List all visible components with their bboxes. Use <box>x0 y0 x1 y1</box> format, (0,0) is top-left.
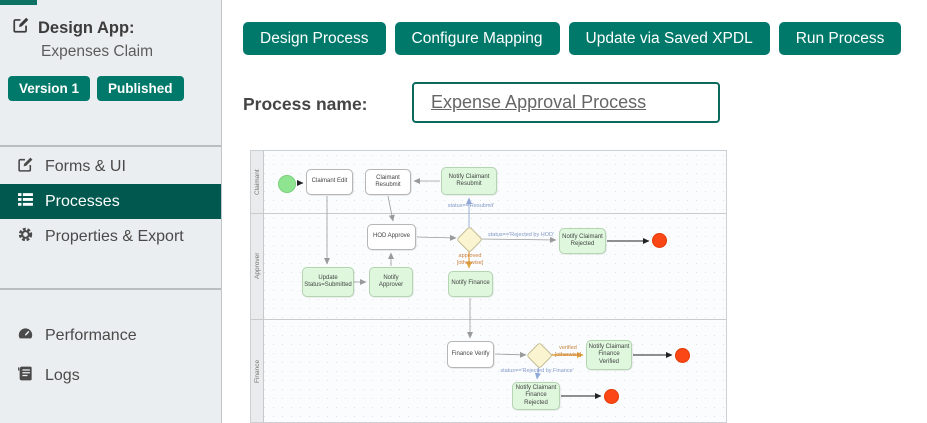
end-event-verified <box>675 348 690 363</box>
sidebar-menu-design: Forms & UI Processes Properties & Export <box>0 145 221 254</box>
start-event <box>278 175 296 193</box>
lane-header-strip <box>251 151 264 422</box>
logs-icon <box>17 365 34 387</box>
sidebar-item-label: Logs <box>45 367 80 384</box>
process-diagram: Claimant Approver Finance Claimant Edit … <box>250 150 727 423</box>
process-name-input[interactable] <box>412 82 720 123</box>
tachometer-icon <box>17 325 34 347</box>
sidebar-item-logs[interactable]: Logs <box>0 356 221 396</box>
edge-label-resubmit: status=='Resubmit' <box>447 203 495 209</box>
design-process-button[interactable]: Design Process <box>243 22 386 55</box>
activity-notify-finance: Notify Finance <box>448 271 493 297</box>
gear-icon <box>17 226 34 248</box>
end-event-finance-rejected <box>604 388 619 404</box>
lane-divider <box>251 213 726 214</box>
activity-notify-claimant-finance-verified: Notify Claimant Finance Verified <box>586 340 632 370</box>
activity-update-status: Update Status=Submitted <box>302 267 354 297</box>
sidebar-item-label: Performance <box>45 327 137 344</box>
top-accent-bar <box>0 0 37 5</box>
sidebar-item-forms-ui[interactable]: Forms & UI <box>0 149 221 184</box>
edge-label-verified: verified [otherwise] <box>554 345 582 359</box>
sidebar: Design App: Expenses Claim Version 1 Pub… <box>0 0 222 423</box>
sidebar-menu-monitor: Performance Logs <box>0 288 221 396</box>
activity-notify-approver: Notify Approver <box>369 267 413 297</box>
sidebar-item-label: Properties & Export <box>45 227 184 245</box>
run-process-button[interactable]: Run Process <box>778 22 902 55</box>
sidebar-item-performance[interactable]: Performance <box>0 316 221 356</box>
edge-label-rejected-finance: status=='Rejected by Finance' <box>500 368 574 374</box>
flow-arrows <box>297 178 673 399</box>
edge-label-rejected-hod: status=='Rejected by HOD' <box>488 232 554 238</box>
sidebar-item-label: Processes <box>45 192 120 210</box>
activity-notify-claimant-resubmit: Notify Claimant Resubmit <box>441 167 497 195</box>
sidebar-item-label: Forms & UI <box>45 157 126 175</box>
edge-label-approved: approved [otherwise] <box>456 253 484 267</box>
list-icon <box>17 191 34 213</box>
end-event-rejected <box>652 233 667 248</box>
app-title: Design App: <box>38 18 135 37</box>
configure-mapping-button[interactable]: Configure Mapping <box>394 22 560 55</box>
activity-claimant-resubmit: Claimant Resubmit <box>365 169 411 195</box>
sidebar-item-properties-export[interactable]: Properties & Export <box>0 219 221 254</box>
app-header: Design App: Expenses Claim Version 1 Pub… <box>0 0 221 101</box>
version-badge[interactable]: Version 1 <box>8 76 91 101</box>
activity-finance-verify: Finance Verify <box>447 341 494 368</box>
sidebar-item-processes[interactable]: Processes <box>0 184 221 219</box>
app-name: Expenses Claim <box>41 43 153 60</box>
activity-notify-claimant-finance-rejected: Notify Claimant Finance Rejected <box>512 382 560 410</box>
activity-notify-claimant-rejected: Notify Claimant Rejected <box>559 228 606 254</box>
process-toolbar: Design Process Configure Mapping Update … <box>243 22 902 55</box>
process-name-label: Process name: <box>243 94 368 114</box>
published-badge[interactable]: Published <box>97 76 184 101</box>
pencil-square-icon <box>17 156 34 178</box>
activity-hod-approve: HOD Approve <box>367 224 416 250</box>
update-xpdl-button[interactable]: Update via Saved XPDL <box>568 22 770 55</box>
edit-app-icon <box>12 16 30 39</box>
activity-claimant-edit: Claimant Edit <box>306 169 353 195</box>
lane-divider <box>251 319 726 320</box>
